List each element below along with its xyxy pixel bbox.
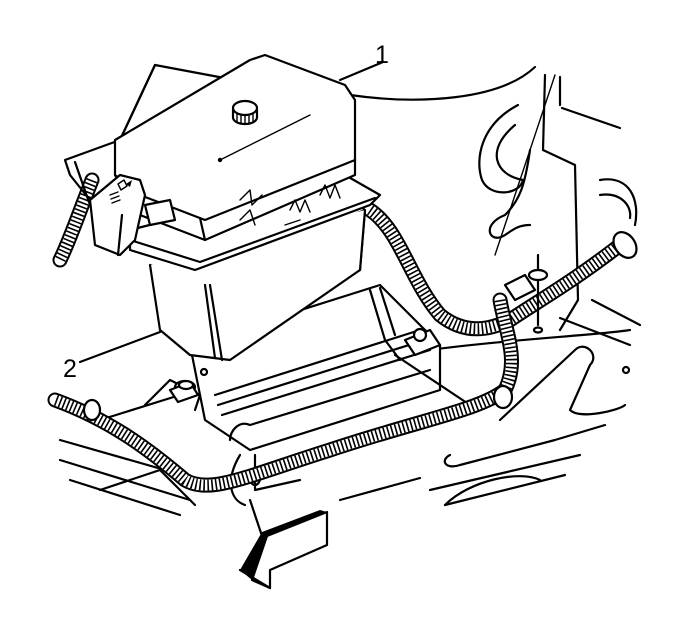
fuse-block-markings [109,179,132,204]
front-arrow-icon [238,510,329,590]
fuse-relay-block [88,53,382,362]
body-panel [338,65,642,507]
mounting-nut [168,367,209,404]
callout-2: 2 [63,355,77,383]
battery-tray [58,283,472,547]
callout-leaders [78,60,385,364]
callout-1: 1 [375,41,389,69]
wiring-harness [47,172,638,493]
